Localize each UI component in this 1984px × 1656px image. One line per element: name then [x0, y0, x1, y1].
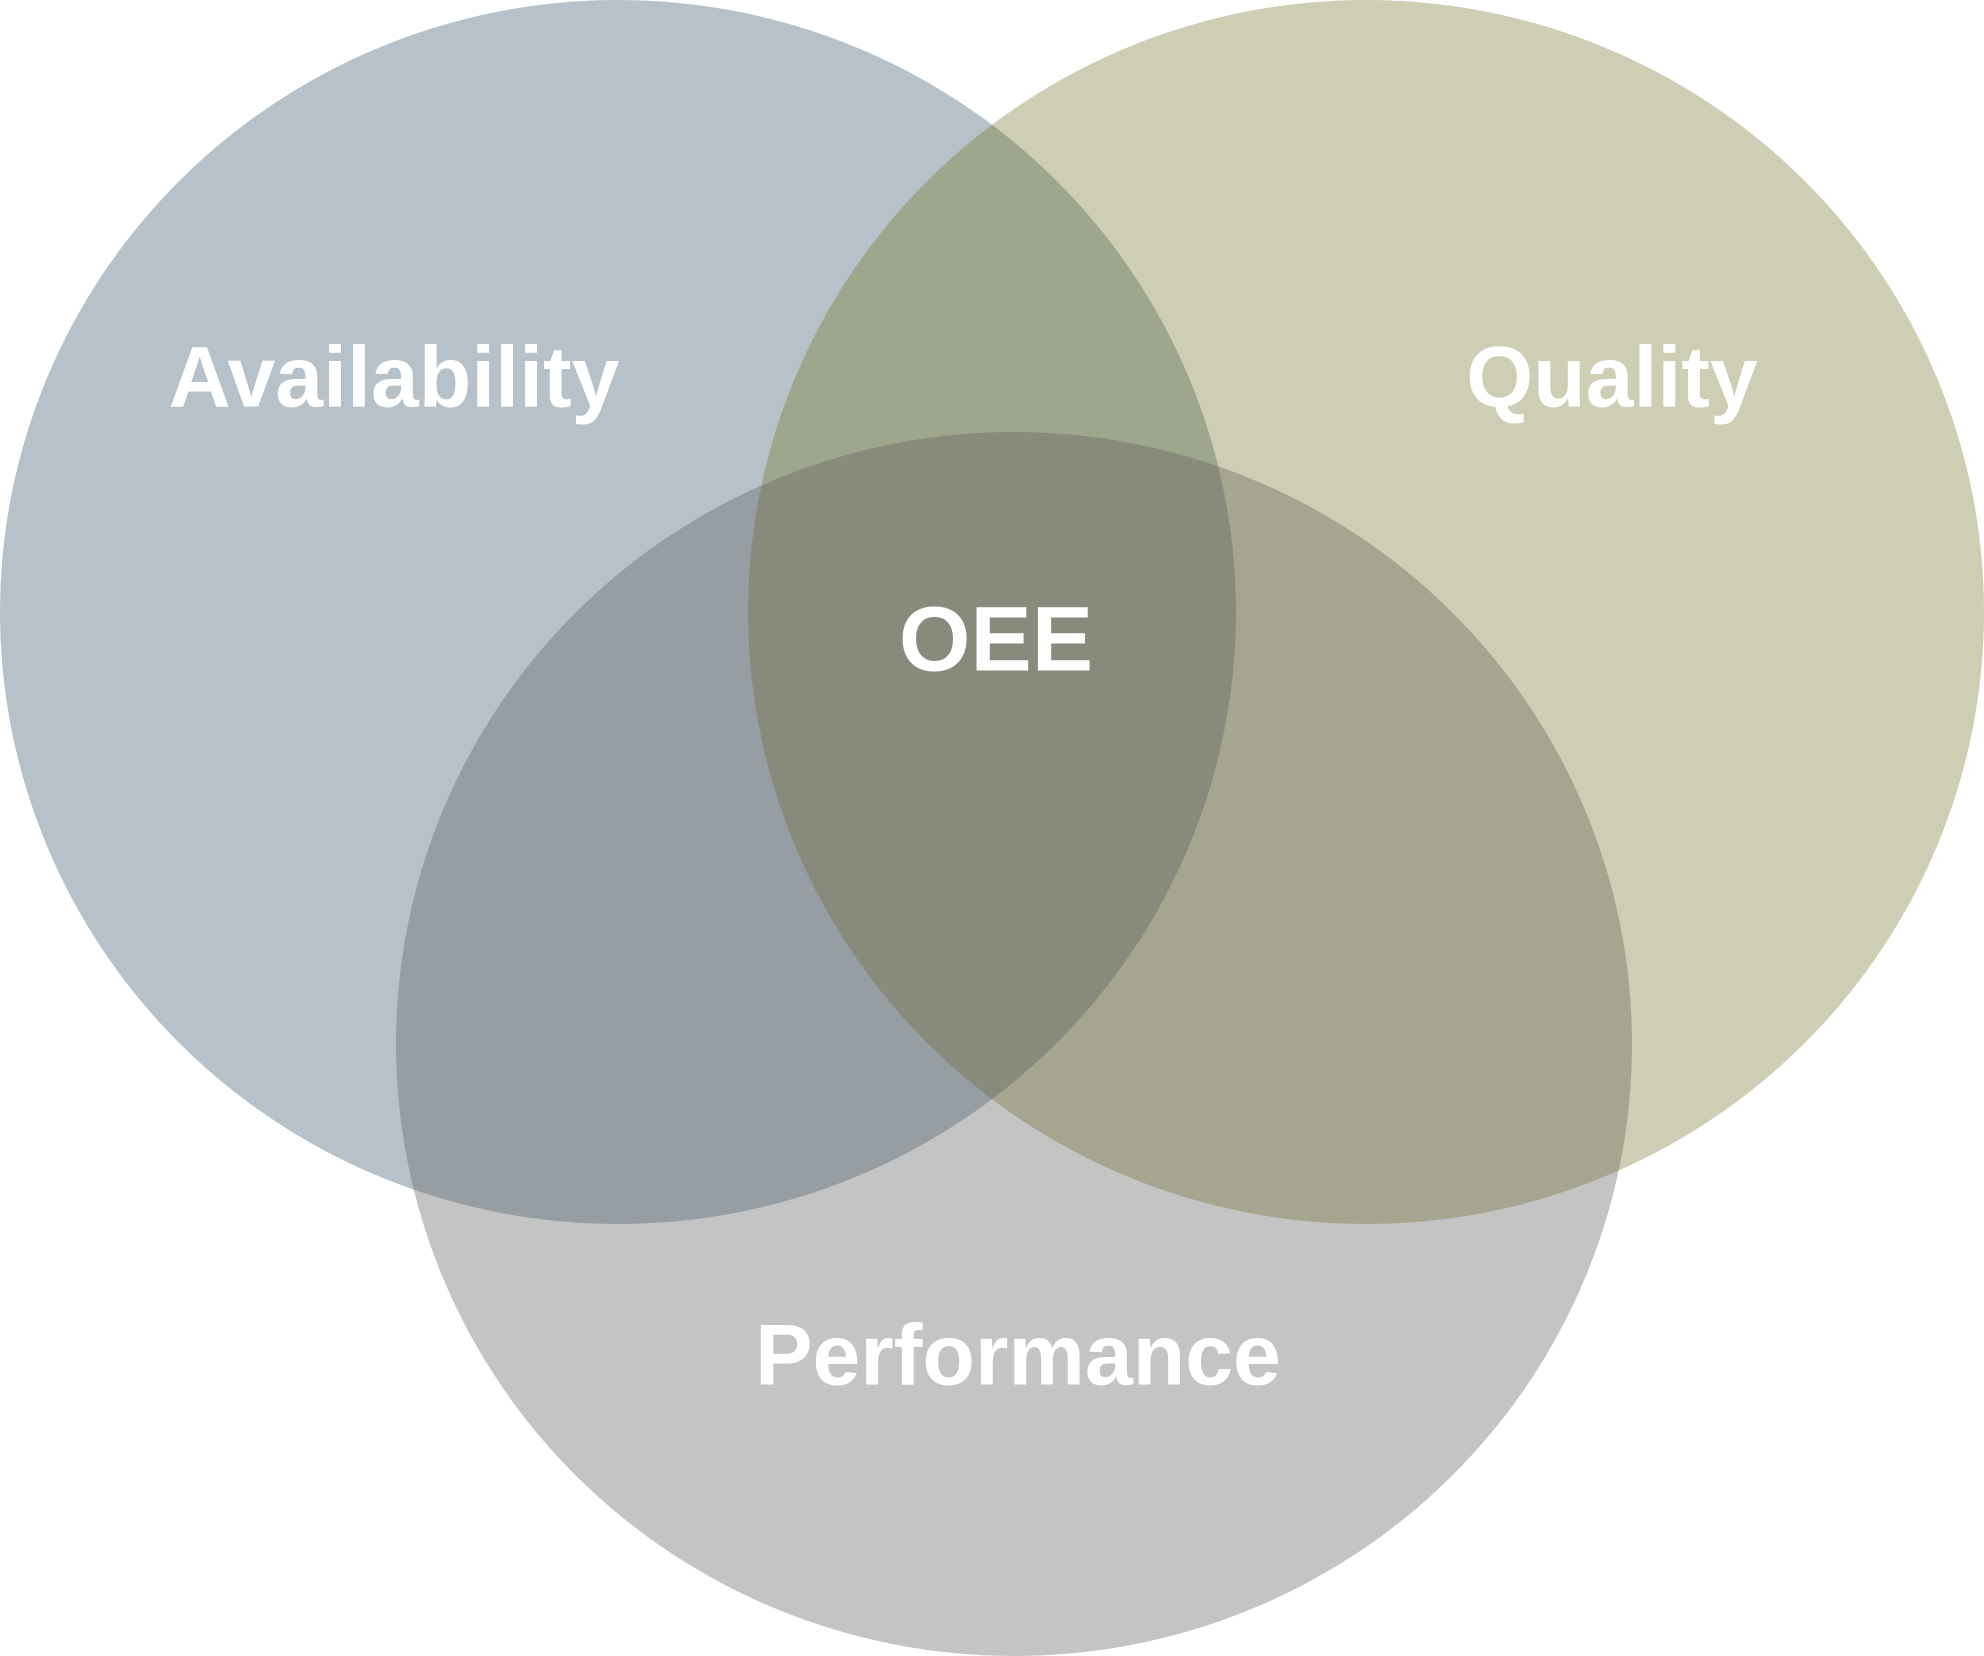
availability-label: Availability [169, 330, 620, 426]
quality-label: Quality [1466, 330, 1758, 426]
oee-center-region [748, 432, 1236, 1224]
performance-label: Performance [755, 1308, 1281, 1404]
oee-center-label: OEE [899, 588, 1093, 690]
